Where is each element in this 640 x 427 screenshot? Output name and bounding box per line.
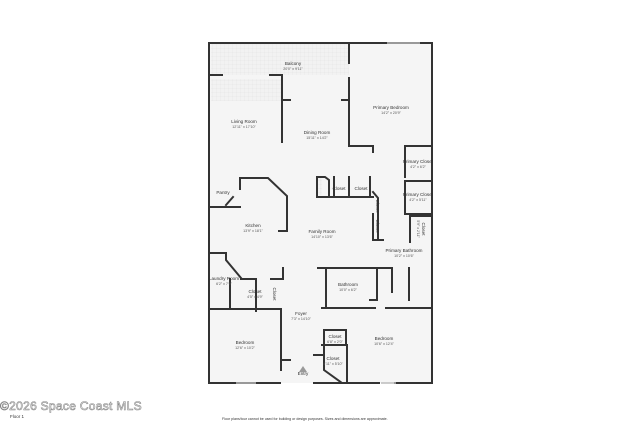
room-closet: Closet [374, 219, 380, 233]
disclaimer: Floor plans/tour cannot be used for buil… [222, 417, 388, 421]
entry-label: Entry [297, 371, 309, 377]
room-closet: Closet [332, 186, 346, 192]
watermark: ©2026 Space Coast MLS [0, 399, 142, 414]
room-pantry: Pantry [216, 190, 230, 196]
room-closet: Closet [374, 199, 380, 213]
room-closet: Closet [354, 186, 368, 192]
entry-arrow-icon [299, 366, 307, 372]
room-closet: Closet [271, 287, 277, 301]
floor-label: Floor 1 [10, 414, 25, 419]
